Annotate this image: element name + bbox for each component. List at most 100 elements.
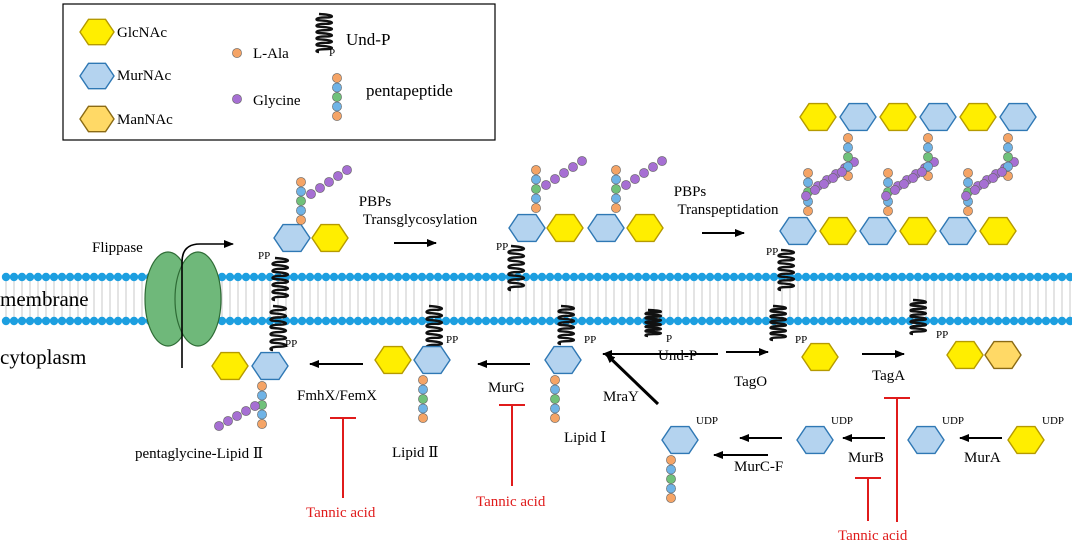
lipid-head: [897, 316, 907, 326]
lipid-head: [841, 316, 851, 326]
pentapeptide-bead: [666, 455, 676, 465]
lipid-1-label: Lipid Ⅰ: [564, 430, 606, 446]
lipid-head: [345, 272, 355, 282]
pentapeptide-bead: [418, 413, 428, 423]
pentapeptide-bead: [418, 403, 428, 414]
glycine-bead: [232, 411, 242, 421]
lipid-head: [1057, 272, 1067, 282]
lipid-head: [129, 272, 139, 282]
lipid-head: [657, 272, 667, 282]
lipid-head: [753, 316, 763, 326]
lipid-head: [337, 272, 347, 282]
pentapeptide-bead: [803, 206, 813, 216]
murnac-hexagon: [587, 213, 625, 243]
lipid-head: [609, 272, 619, 282]
legend-und-p: Und-P: [346, 30, 390, 49]
glcnac-hexagon: [1007, 425, 1045, 455]
pentapeptide-bead: [923, 142, 933, 153]
lipid-head: [585, 316, 595, 326]
legend-murnac: MurNAc: [117, 68, 171, 84]
p-label: P: [666, 333, 672, 345]
lipid-head: [385, 272, 395, 282]
lipid-head: [1033, 272, 1043, 282]
pentapeptide-bead: [296, 177, 306, 187]
lipid-head: [689, 316, 699, 326]
glycine-bead: [630, 174, 640, 184]
lipid-head: [849, 272, 859, 282]
pentapeptide-bead: [418, 375, 428, 385]
lipid-head: [249, 272, 259, 282]
mannac-hexagon: [79, 105, 115, 133]
lipid-head: [825, 272, 835, 282]
lipid-head: [361, 272, 371, 282]
lipid-head: [1, 272, 11, 282]
lipid-head: [1041, 316, 1051, 326]
pentapeptide-bead: [803, 177, 813, 188]
glycine-bead: [890, 185, 900, 195]
glcnac-hexagon: [979, 216, 1017, 246]
lipid-head: [713, 272, 723, 282]
lipid-head: [697, 316, 707, 326]
glycine-bead: [979, 179, 989, 189]
legend-glycine: Glycine: [253, 93, 301, 109]
arrows: [309, 229, 1002, 459]
lipid-head: [361, 316, 371, 326]
lipid-head: [569, 272, 579, 282]
pp-label: PP: [936, 329, 948, 341]
pentapeptide-bead: [531, 165, 541, 175]
lipid-head: [969, 316, 979, 326]
glcnac-hexagon: [211, 351, 249, 381]
murc-f-label: MurC-F: [734, 459, 783, 475]
lipid-head: [57, 272, 67, 282]
lipid-head: [369, 316, 379, 326]
lipid-head: [1033, 316, 1043, 326]
lipid-head: [849, 316, 859, 326]
lipid-head: [1017, 316, 1027, 326]
lipid-2-label: Lipid Ⅱ: [392, 445, 438, 461]
legend-und-p-sub: P: [329, 47, 335, 59]
glycine-bead: [577, 156, 587, 166]
glycine-bead: [648, 162, 658, 172]
lipid-head: [665, 316, 675, 326]
lipid-head: [465, 272, 475, 282]
lipid-head: [753, 272, 763, 282]
murg-label: MurG: [488, 380, 525, 396]
lipid-head: [73, 272, 83, 282]
flippase-label: Flippase: [92, 240, 143, 256]
lipid-head: [65, 272, 75, 282]
undecaprenyl-coil: [769, 304, 787, 342]
lipid-head: [321, 316, 331, 326]
lipid-head: [865, 272, 875, 282]
glcnac-hexagon: [79, 18, 115, 46]
lipid-head: [441, 316, 451, 326]
taga-label: TagA: [872, 368, 905, 384]
lipid-head: [105, 272, 115, 282]
lipid-head: [225, 316, 235, 326]
tannic-acid-label-1: Tannic acid: [306, 505, 376, 521]
pentapeptide-bead: [257, 409, 267, 420]
pentapeptide-bead: [550, 403, 560, 414]
murnac-hexagon: [508, 213, 546, 243]
lipid-head: [49, 316, 59, 326]
glcnac-hexagon: [801, 342, 839, 372]
lipid-head: [929, 272, 939, 282]
lipid-head: [977, 316, 987, 326]
lipid-head: [329, 316, 339, 326]
lipid-bilayer: [0, 272, 1072, 326]
glycine-bead: [988, 173, 998, 183]
lipid-head: [881, 316, 891, 326]
lipid-head: [481, 316, 491, 326]
murnac-hexagon: [839, 102, 877, 132]
lipid-head: [409, 272, 419, 282]
lipid-head: [377, 316, 387, 326]
inhibition-bars: [330, 397, 910, 522]
lipid-head: [305, 316, 315, 326]
lipid-head: [417, 316, 427, 326]
pentapeptide-bead: [963, 168, 973, 178]
glycine-bead: [819, 179, 829, 189]
lipid-head: [945, 316, 955, 326]
lipid-head: [33, 316, 43, 326]
glcnac-hexagon: [799, 102, 837, 132]
lipid-head: [417, 272, 427, 282]
pentapeptide-bead: [531, 203, 541, 213]
